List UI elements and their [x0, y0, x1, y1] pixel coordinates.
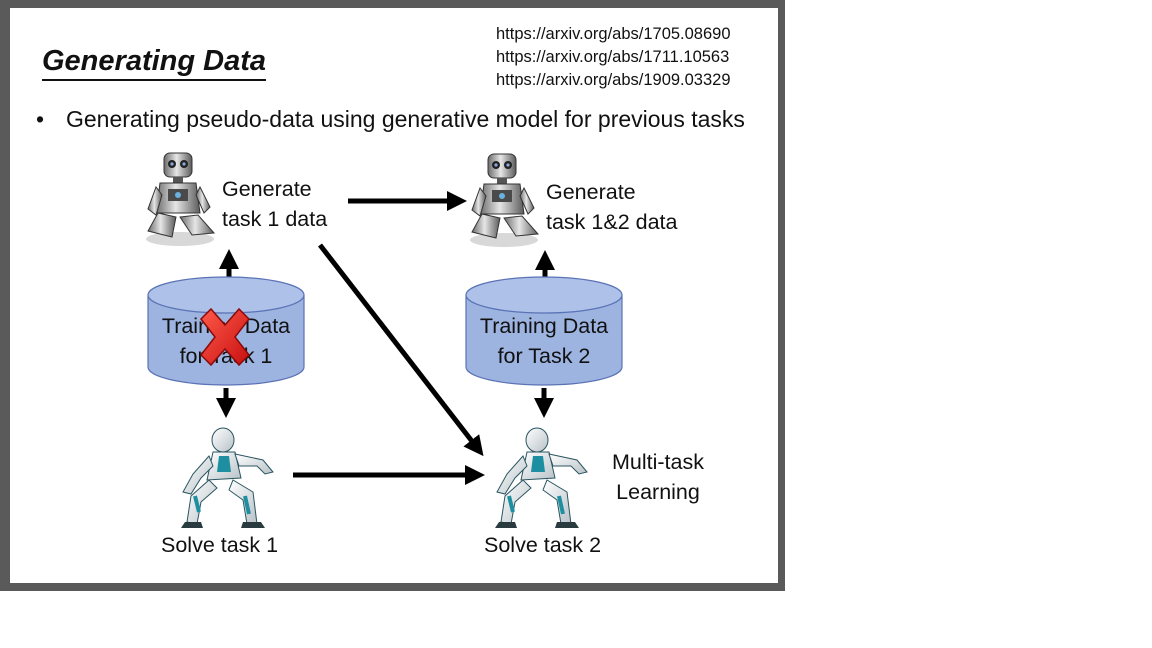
slide-title: Generating Data [42, 44, 266, 81]
reference-link-3[interactable]: https://arxiv.org/abs/1909.03329 [496, 71, 731, 89]
db2-label-line1: Training Data [479, 314, 609, 338]
bullet-dot: • [36, 106, 45, 132]
multitask-label: Multi-task Learning [598, 447, 718, 507]
database-task2 [465, 276, 623, 386]
reference-link-1[interactable]: https://arxiv.org/abs/1705.08690 [496, 25, 731, 43]
crouching-robot-icon [181, 427, 274, 528]
sitting-robot-icon [146, 152, 216, 246]
solve2-label: Solve task 2 [484, 533, 602, 557]
multitask-label-line2: Learning [616, 480, 700, 504]
crouching-robot-icon [495, 427, 588, 528]
gen2-label: Generate task 1&2 data [546, 177, 677, 237]
gen1-label-line2: task 1 data [222, 207, 328, 231]
db2-label-line2: for Task 2 [497, 344, 591, 368]
sitting-robot-icon [470, 153, 540, 247]
solve1-label: Solve task 1 [161, 533, 279, 557]
gen1-label-line1: Generate [222, 177, 312, 201]
arrow-gen1-to-solve2 [318, 243, 484, 457]
multitask-label-line1: Multi-task [612, 450, 704, 474]
gen2-label-line1: Generate [546, 180, 636, 204]
bullet-text: Generating pseudo-data using generative … [66, 106, 745, 132]
slide: Generating Data https://arxiv.org/abs/17… [10, 8, 778, 583]
gen1-label: Generate task 1 data [222, 174, 327, 234]
db2-label: Training Data for Task 2 [466, 311, 622, 371]
reference-link-2[interactable]: https://arxiv.org/abs/1711.10563 [496, 48, 730, 66]
red-cross-icon [200, 307, 250, 367]
reference-links: https://arxiv.org/abs/1705.08690 https:/… [496, 23, 731, 92]
gen2-label-line2: task 1&2 data [546, 210, 678, 234]
arrows [216, 191, 555, 485]
bullet-point: • Generating pseudo-data using generative… [36, 106, 745, 133]
